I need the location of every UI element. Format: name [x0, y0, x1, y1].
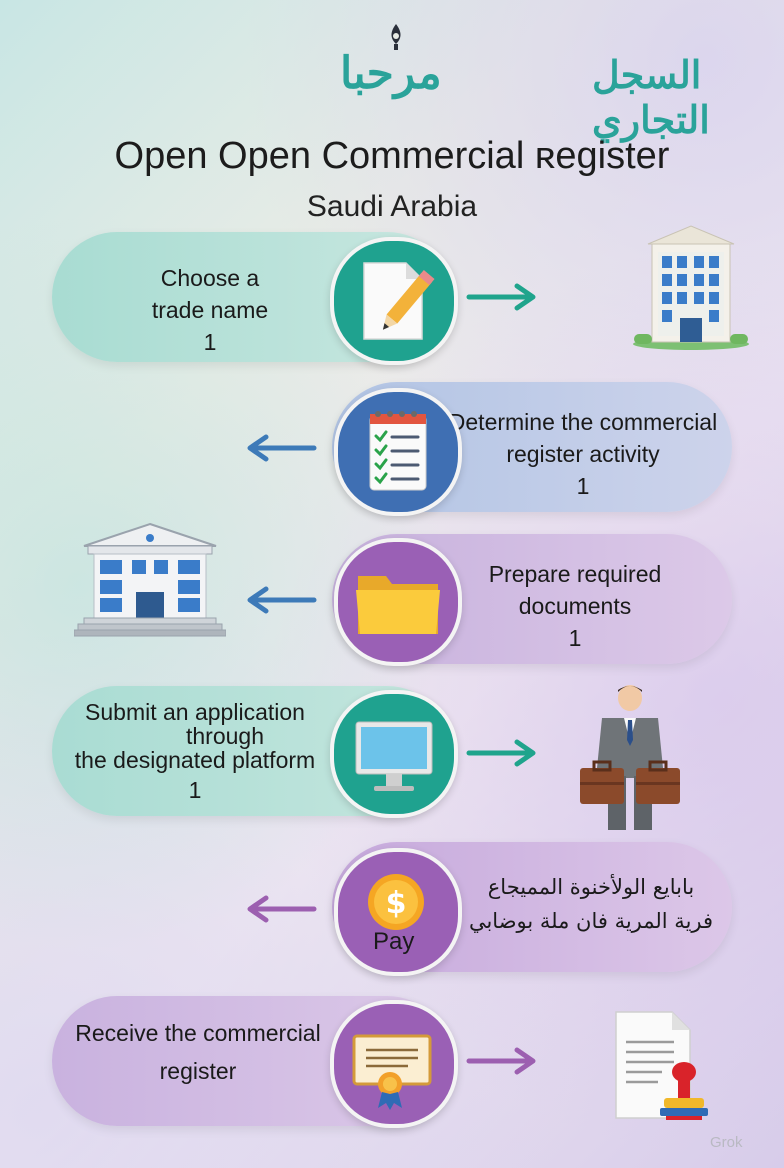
step-5-text: بابايع الولأخنوة المميجاع فرية المرية فا… — [456, 870, 726, 938]
arrow-right-icon — [466, 283, 536, 311]
page-title: Open Open Commercial ʀegister — [114, 135, 670, 177]
step-5-line-2: فرية المرية فان ملة بوضابي — [468, 909, 714, 933]
step-4-line-3: the designated platform — [74, 747, 316, 773]
step-1-circle — [330, 237, 458, 365]
arrow-left-icon — [247, 586, 317, 614]
step-3-circle — [334, 538, 462, 666]
step-2-line-1: Determine the commercial — [448, 409, 718, 435]
step-2-number: 1 — [576, 473, 590, 499]
step-3-number: 1 — [568, 625, 582, 651]
step-1-line-1: Choose a — [160, 265, 260, 291]
office-building-illustration — [633, 225, 749, 350]
checklist-icon — [369, 411, 427, 491]
step-4-number: 1 — [188, 777, 202, 803]
step-4-line-2: through — [185, 723, 264, 749]
arrow-right-icon — [466, 739, 536, 767]
certificate-icon — [352, 1034, 432, 1110]
pay-label: Pay — [373, 928, 415, 955]
folder-icon — [356, 576, 440, 634]
step-1-text: Choose a trade name 1 — [92, 262, 328, 358]
step-5-circle: $ — [334, 848, 462, 976]
step-1-line-2: trade name — [151, 297, 269, 323]
left-logo-text: مرحبا — [340, 48, 443, 99]
step-6-line-1: Receive the commercial — [75, 1020, 321, 1046]
arrow-left-icon — [247, 434, 317, 462]
businessman-illustration — [580, 685, 680, 830]
step-1-number: 1 — [203, 329, 217, 355]
step-3-text: Prepare required documents 1 — [460, 558, 690, 654]
page-subtitle: Saudi Arabia — [306, 190, 478, 223]
arrow-right-icon — [466, 1047, 536, 1075]
step-2-line-2: register activity — [506, 441, 660, 467]
step-4-text: Submit an application through the design… — [56, 700, 334, 802]
step-6-line-2: register — [159, 1058, 237, 1084]
step-6-text: Receive the commercial register — [56, 1014, 340, 1090]
right-logo-text: السجل التجاري — [592, 52, 711, 142]
step-4-line-1: Submit an application — [85, 699, 305, 725]
step-2-circle — [334, 388, 462, 516]
government-building-illustration — [74, 522, 226, 637]
computer-monitor-icon — [355, 721, 433, 791]
step-6-circle — [330, 1000, 458, 1128]
stamped-document-illustration — [615, 1011, 708, 1120]
watermark: Grok — [710, 1134, 743, 1151]
svg-text:$: $ — [386, 886, 407, 921]
step-5-line-1: بابايع الولأخنوة المميجاع — [487, 875, 695, 899]
pencil-document-icon — [363, 262, 435, 340]
dollar-coin-icon: $ — [368, 874, 424, 930]
ornament-icon — [391, 24, 401, 50]
step-3-line-1: Prepare required — [488, 561, 662, 587]
arrow-left-icon — [247, 895, 317, 923]
step-4-circle — [330, 690, 458, 818]
step-2-text: Determine the commercial register activi… — [428, 406, 738, 502]
step-3-line-2: documents — [518, 593, 632, 619]
